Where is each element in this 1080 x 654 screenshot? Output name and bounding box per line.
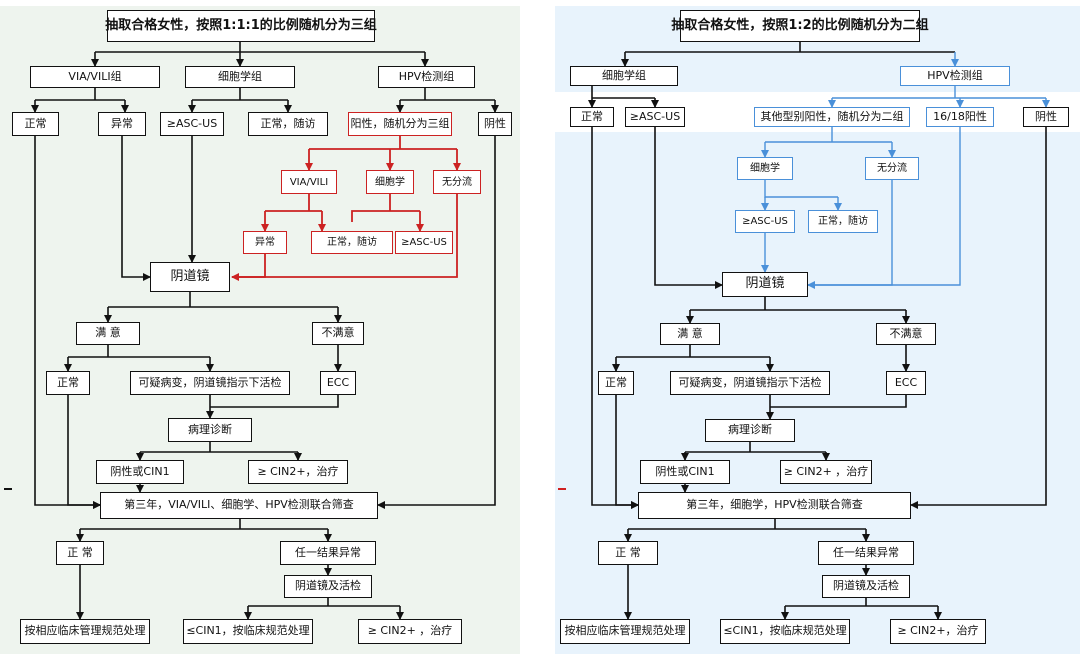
right-unsatisfied-box: 不满意	[876, 323, 936, 345]
right-cin2-treat-box: ≥ CIN2+ ，治疗	[780, 460, 872, 484]
left-colpo-biopsy-box: 阴道镜及活检	[284, 575, 372, 598]
left-hpv-positive-box: 阳性，随机分为三组	[348, 112, 452, 136]
right-title-box: 抽取合格女性，按照1:2的比例随机分为二组	[671, 10, 929, 42]
left-negative-box: 阴性	[478, 112, 512, 136]
left-satisfied-box: 满 意	[76, 322, 140, 345]
left-normal-box: 正常	[12, 112, 59, 136]
right-ascus-box: ≥ASC-US	[625, 107, 685, 127]
right-neg-cin1-box: 阴性或CIN1	[640, 460, 730, 484]
right-16-18-pos-box: 16/18阳性	[926, 107, 994, 127]
top-white-strip	[0, 0, 1080, 6]
right-pathology-box: 病理诊断	[705, 419, 795, 442]
left-ge-cin2-box: ≥ CIN2+ ，治疗	[358, 619, 462, 644]
left-abnormal-box: 异常	[98, 112, 146, 136]
right-manage-clinical-box: 按相应临床管理规范处理	[560, 619, 690, 644]
right-edge-tick-mark	[558, 488, 566, 490]
right-year3-screen-box: 第三年，细胞学，HPV检测联合筛查	[638, 492, 911, 519]
right-other-pos-box: 其他型别阳性，随机分为二组	[754, 107, 910, 127]
left-title-box: 抽取合格女性，按照1:1:1的比例随机分为三组	[105, 10, 377, 42]
left-final-normal-box: 正 常	[56, 541, 104, 565]
left-cyto-group-box: 细胞学组	[185, 66, 295, 88]
right-ge-cin2-box: ≥ CIN2+，治疗	[890, 619, 986, 644]
left-neg-cin1-box: 阴性或CIN1	[96, 460, 184, 484]
right-colpo-biopsy-box: 阴道镜及活检	[822, 575, 910, 598]
left-via-group-box: VIA/VILI组	[30, 66, 160, 88]
right-sub-cyto-box: 细胞学	[737, 157, 793, 180]
left-year3-screen-box: 第三年，VIA/VILI、细胞学、HPV检测联合筛查	[100, 492, 378, 519]
left-sub-cyto-box: 细胞学	[366, 170, 414, 194]
left-sub-notriage-box: 无分流	[433, 170, 481, 194]
left-pathology-box: 病理诊断	[168, 418, 252, 442]
left-hpv-group-box: HPV检测组	[378, 66, 475, 88]
left-ascus-box: ≥ASC-US	[160, 112, 224, 136]
right-satisfied-box: 满 意	[660, 323, 720, 345]
right-ecc-box: ECC	[886, 371, 926, 395]
right-sub-normal-followup-box: 正常，随访	[808, 210, 878, 233]
right-negative-box: 阴性	[1023, 107, 1069, 127]
left-any-abnormal-box: 任一结果异常	[280, 541, 376, 565]
left-normal2-box: 正常	[46, 371, 90, 395]
left-sub-via-box: VIA/VILI	[281, 170, 337, 194]
left-edge-tick-mark	[4, 488, 12, 490]
left-colposcopy-box: 阴道镜	[150, 262, 230, 292]
right-hpv-group-box: HPV检测组	[900, 66, 1010, 86]
left-sub-ascus-box: ≥ASC-US	[395, 231, 453, 254]
right-sub-notriage-box: 无分流	[865, 157, 919, 180]
right-le-cin1-box: ≤CIN1，按临床规范处理	[720, 619, 850, 644]
right-colposcopy-box: 阴道镜	[722, 272, 808, 297]
right-sub-ascus-box: ≥ASC-US	[735, 210, 795, 233]
right-final-normal-box: 正 常	[598, 541, 658, 565]
right-any-abnormal-box: 任一结果异常	[818, 541, 914, 565]
left-unsatisfied-box: 不满意	[312, 322, 364, 345]
right-cyto-group-box: 细胞学组	[570, 66, 678, 86]
right-normal2-box: 正常	[598, 371, 634, 395]
left-normal-followup-box: 正常，随访	[248, 112, 328, 136]
left-manage-clinical-box: 按相应临床管理规范处理	[20, 619, 150, 644]
right-normal-box: 正常	[570, 107, 614, 127]
right-suspicious-biopsy-box: 可疑病变，阴道镜指示下活检	[670, 371, 830, 395]
left-cin2-treat-box: ≥ CIN2+，治疗	[248, 460, 348, 484]
left-le-cin1-box: ≤CIN1，按临床规范处理	[183, 619, 313, 644]
left-ecc-box: ECC	[320, 371, 356, 395]
left-sub-normal-followup-box: 正常，随访	[311, 231, 393, 254]
left-sub-abnormal-box: 异常	[243, 231, 287, 254]
left-suspicious-biopsy-box: 可疑病变，阴道镜指示下活检	[130, 371, 290, 395]
